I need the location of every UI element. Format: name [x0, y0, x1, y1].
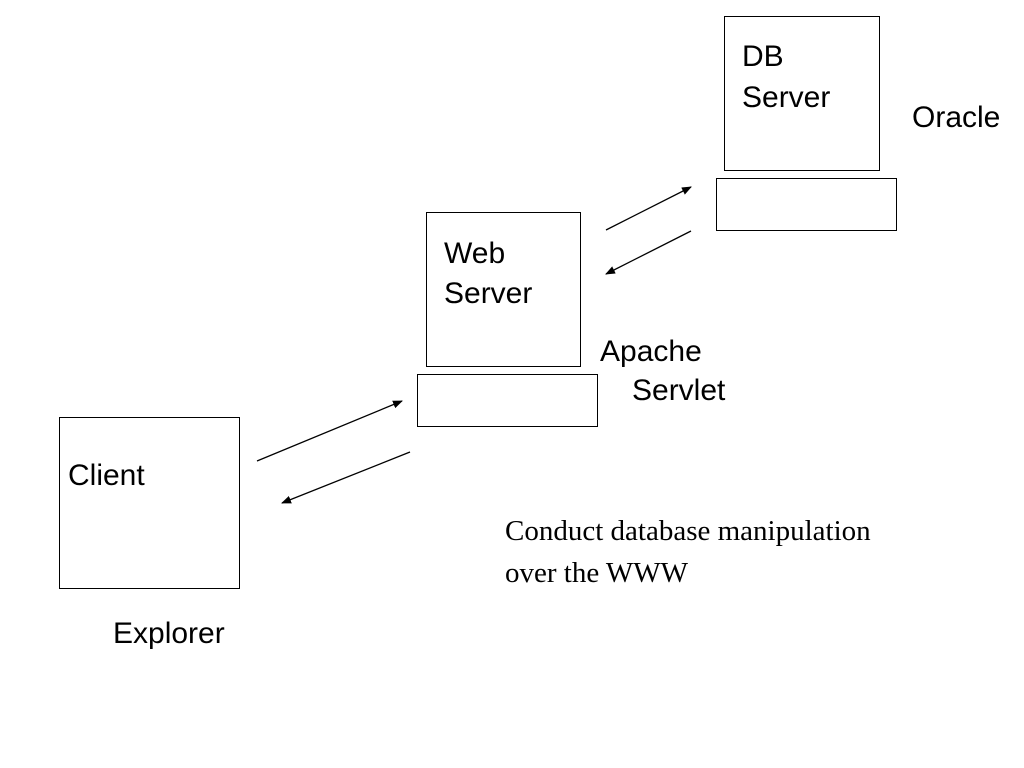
db-server-label-line2: Server — [742, 81, 831, 114]
caption-line2: over the WWW — [505, 557, 689, 589]
client-monitor — [59, 417, 240, 589]
web-server-label-line1: Web — [444, 237, 506, 270]
db-server-software-label: Oracle — [912, 101, 1001, 134]
web-to-client-arrow — [281, 451, 411, 504]
web-server-monitor — [426, 212, 581, 367]
db-server-monitor — [724, 16, 880, 171]
web-server-software-line2: Servlet — [632, 374, 726, 407]
db-server-label-line1: DB — [742, 40, 784, 73]
caption-line1: Conduct database manipulation — [505, 515, 871, 547]
web-server-base — [417, 374, 598, 427]
web-server-label-line2: Server — [444, 277, 533, 310]
client-label: Client — [68, 459, 145, 492]
client-to-web-arrow — [256, 400, 403, 462]
db-server-base — [716, 178, 897, 231]
web-server-software-line1: Apache — [600, 335, 702, 368]
client-software-label: Explorer — [113, 617, 225, 650]
web-to-db-arrow — [605, 186, 692, 231]
db-to-web-arrow — [605, 230, 692, 275]
